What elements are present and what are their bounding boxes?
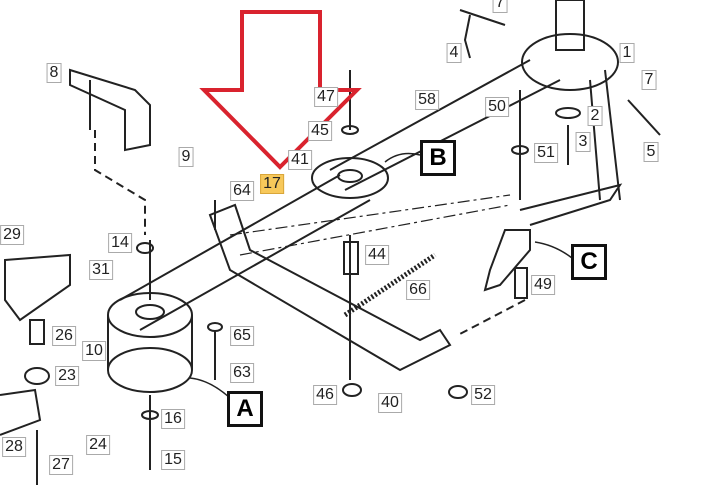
callout-a: A — [227, 391, 263, 427]
part-label: 14 — [108, 233, 132, 253]
part-label: 16 — [161, 409, 185, 429]
part-label: 47 — [314, 87, 338, 107]
part-label: 1 — [619, 43, 635, 63]
part-label: 58 — [415, 90, 439, 110]
part-label: 3 — [575, 132, 591, 152]
part-label: 2 — [587, 106, 603, 126]
part-label: 8 — [46, 63, 62, 83]
belt-17 — [119, 174, 371, 331]
part-label: 9 — [178, 147, 194, 167]
part-label: 51 — [534, 143, 558, 163]
bracket-40 — [208, 203, 452, 372]
part-label: 63 — [230, 363, 254, 383]
callout-c: C — [571, 244, 607, 280]
part-label: 41 — [288, 150, 312, 170]
idler-arm-c — [483, 229, 531, 292]
part-label: 23 — [55, 366, 79, 386]
part-label: 66 — [406, 280, 430, 300]
part-label: 45 — [308, 121, 332, 141]
part-label: 27 — [49, 455, 73, 475]
part-label: 10 — [82, 341, 106, 361]
part-label: 7 — [641, 70, 657, 90]
part-label: 24 — [86, 435, 110, 455]
part-label: 46 — [313, 385, 337, 405]
pulley-10-bottom — [107, 347, 193, 393]
callout-b: B — [420, 140, 456, 176]
part-label: 29 — [0, 225, 24, 245]
pulley-1 — [521, 33, 619, 91]
part-label: 15 — [161, 450, 185, 470]
part-label: 31 — [89, 260, 113, 280]
part-label: 44 — [365, 245, 389, 265]
part-label: 5 — [643, 142, 659, 162]
part-label: 28 — [2, 437, 26, 457]
bracket-8 — [69, 68, 151, 152]
belt-58 — [329, 59, 561, 191]
part-label: 52 — [471, 385, 495, 405]
part-label: 49 — [531, 275, 555, 295]
part-label: 50 — [485, 97, 509, 117]
part-label: 40 — [378, 393, 402, 413]
part-label: 26 — [52, 326, 76, 346]
part-label: 64 — [230, 181, 254, 201]
part-label: 4 — [446, 43, 462, 63]
part-label: 65 — [230, 326, 254, 346]
part-label: 7 — [492, 0, 508, 13]
part-label-highlighted[interactable]: 17 — [260, 174, 284, 194]
pulley-41 — [311, 157, 389, 199]
